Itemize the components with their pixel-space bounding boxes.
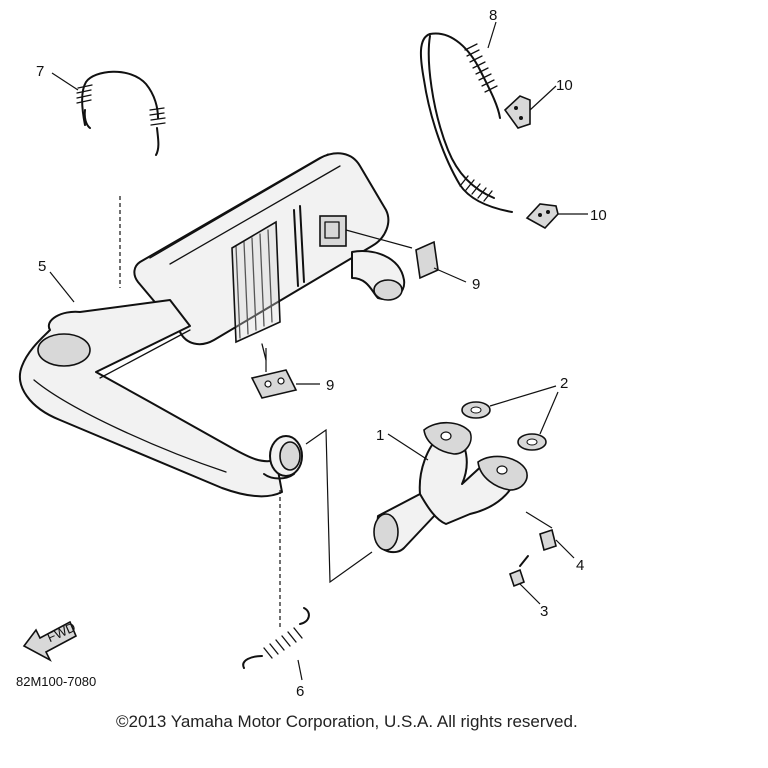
callout-5: 5 bbox=[38, 258, 46, 275]
callout-6: 6 bbox=[296, 683, 304, 700]
gasket-2 bbox=[461, 385, 559, 451]
callout-9-lower: 9 bbox=[326, 377, 334, 394]
callout-10-upper: 10 bbox=[556, 77, 573, 94]
grommet-9-upper bbox=[415, 240, 467, 283]
nut-4 bbox=[525, 511, 575, 559]
bolt-3 bbox=[509, 555, 541, 605]
muffler-5 bbox=[19, 152, 413, 498]
forward-direction-arrow: FWD bbox=[22, 619, 78, 662]
callout-2: 2 bbox=[560, 375, 568, 392]
spring-hook-7 bbox=[51, 70, 166, 156]
callout-3: 3 bbox=[540, 603, 548, 620]
bracket-10-lower bbox=[525, 203, 588, 230]
copyright-notice: ©2013 Yamaha Motor Corporation, U.S.A. A… bbox=[116, 712, 578, 731]
callout-7: 7 bbox=[36, 63, 44, 80]
exhaust-manifold-1 bbox=[373, 421, 528, 554]
spring-rod-8 bbox=[419, 21, 513, 213]
callout-9-upper: 9 bbox=[472, 276, 480, 293]
callout-4: 4 bbox=[576, 557, 584, 574]
spring-6 bbox=[242, 490, 310, 681]
pipe-joint-ring bbox=[263, 435, 303, 480]
callout-10-lower: 10 bbox=[590, 207, 607, 224]
callout-1: 1 bbox=[376, 427, 384, 444]
diagram-code: 82M100-7080 bbox=[16, 674, 96, 689]
callout-8: 8 bbox=[489, 7, 497, 24]
bracket-10-upper bbox=[503, 85, 557, 129]
grommet-9-lower bbox=[250, 348, 320, 399]
